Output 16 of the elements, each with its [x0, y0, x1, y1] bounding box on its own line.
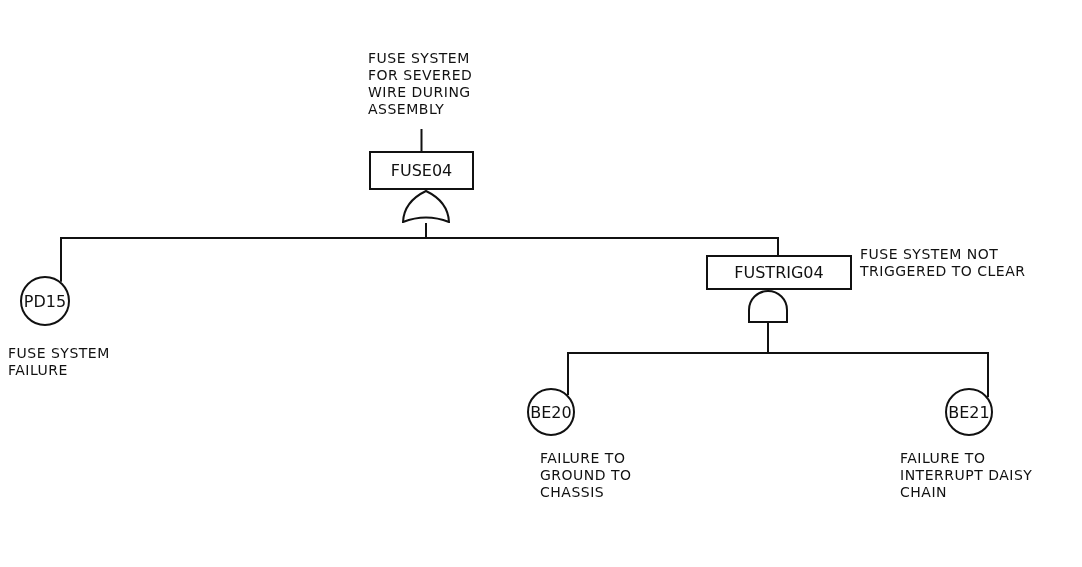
event-id: FUSE04 [390, 161, 453, 180]
connector-line [420, 128, 423, 152]
event-id: BE20 [530, 402, 572, 422]
event-id: BE21 [948, 402, 990, 422]
event-description: FAILURE TO GROUND TO CHASSIS [540, 450, 633, 501]
event-id: FUSTRIG04 [734, 263, 824, 282]
or-gate [402, 190, 450, 223]
basic-event-circle [945, 388, 993, 436]
event-description: FAILURE TO INTERRUPT DAISY CHAIN [900, 450, 1034, 501]
event-description: FUSE SYSTEM NOT TRIGGERED TO CLEAR [860, 246, 1027, 280]
basic-event-circle [20, 276, 70, 326]
and-gate [748, 290, 788, 323]
event-description: FUSE SYSTEM FOR SEVERED WIRE DURING ASSEMBLY [368, 50, 474, 118]
basic-event-circle [527, 388, 575, 436]
event-id: PD15 [23, 291, 67, 311]
event-description: FUSE SYSTEM FAILURE [8, 345, 111, 379]
